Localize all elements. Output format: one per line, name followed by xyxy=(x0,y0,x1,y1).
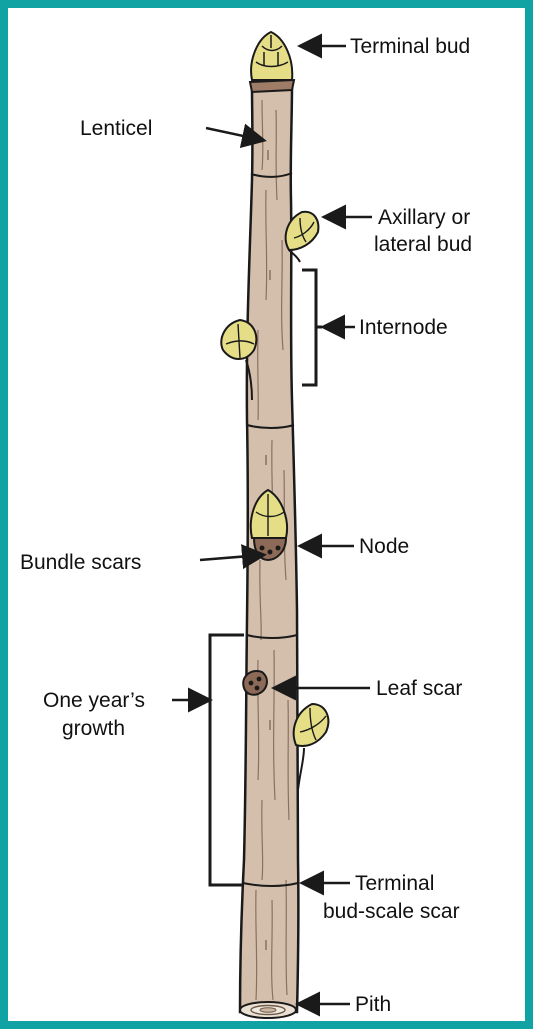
label-node: Node xyxy=(359,535,409,558)
label-pith: Pith xyxy=(355,993,391,1016)
label-growth-line2: growth xyxy=(62,717,125,740)
axillary-bud-lower xyxy=(294,704,329,790)
growth-bracket xyxy=(210,635,244,885)
label-growth-line1: One year’s xyxy=(43,689,145,712)
label-bud-scale-scar-line2: bud-scale scar xyxy=(323,900,460,923)
label-axillary-bud-line2: lateral bud xyxy=(374,233,472,256)
leaf-scar-lower xyxy=(243,671,267,695)
terminal-bud xyxy=(250,32,294,92)
label-bundle-scars: Bundle scars xyxy=(20,551,141,574)
label-lenticel: Lenticel xyxy=(80,117,152,140)
label-bud-scale-scar-line1: Terminal xyxy=(355,872,434,895)
label-axillary-bud-line1: Axillary or xyxy=(378,206,470,229)
label-leaf-scar: Leaf scar xyxy=(376,677,462,700)
label-terminal-bud: Terminal bud xyxy=(350,35,470,58)
label-internode: Internode xyxy=(359,316,448,339)
internode-bracket xyxy=(302,270,316,385)
